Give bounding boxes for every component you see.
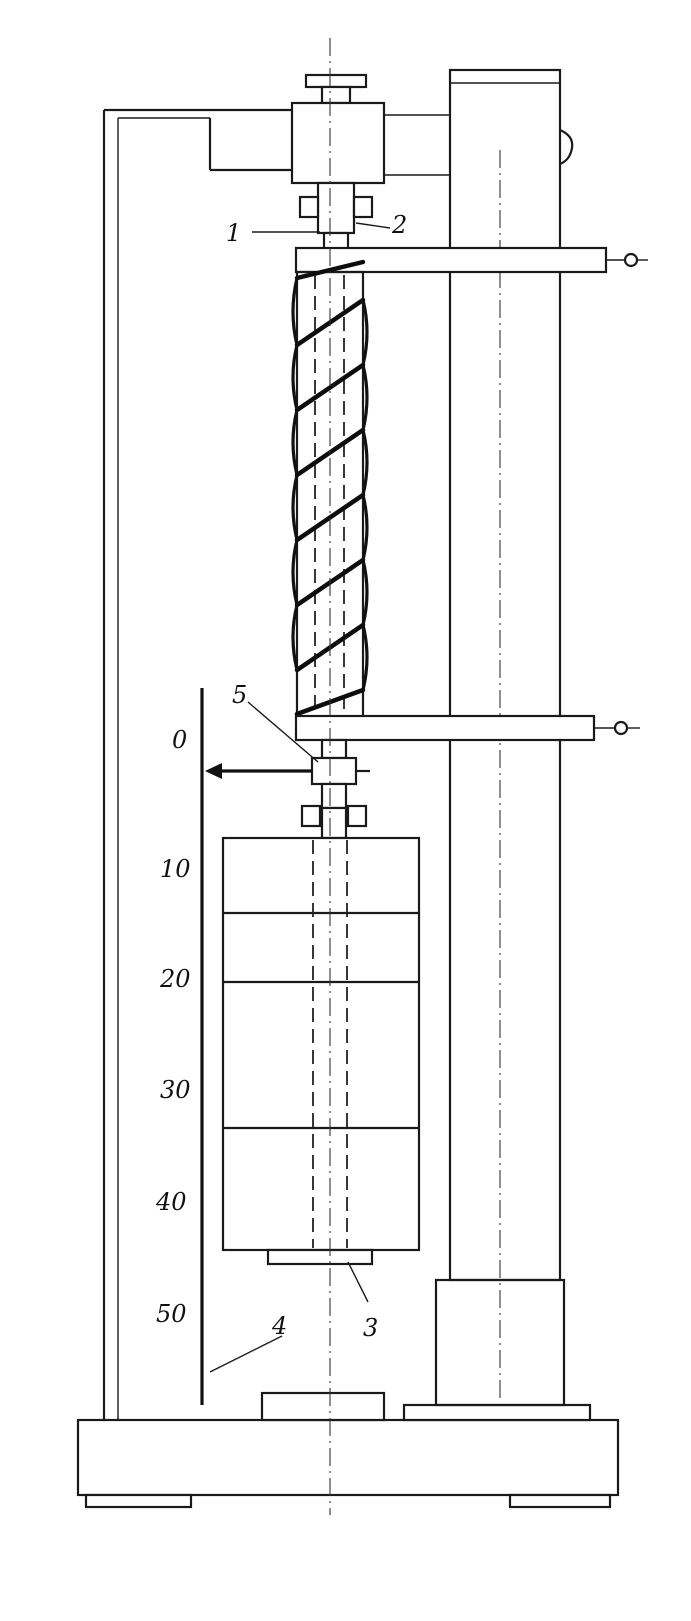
scale-label-50: 50 [156, 1300, 187, 1328]
left-frame [102, 108, 292, 1420]
right-column [382, 68, 574, 1407]
lower-support-arm [294, 714, 640, 742]
scale-label-40: 40 [155, 1188, 187, 1216]
pointer-and-lower-clamp [205, 738, 370, 840]
weight-stack [221, 836, 421, 1266]
callout-5: 5 [232, 681, 247, 709]
scale-label-10: 10 [160, 855, 191, 883]
scale-label-0: 0 [172, 726, 187, 754]
scale-label-20: 20 [159, 965, 191, 993]
top-head-clamp [290, 73, 386, 257]
helical-coil [291, 259, 369, 717]
callout-3: 3 [363, 1314, 378, 1342]
callout-1: 1 [226, 219, 241, 247]
callout-4: 4 [271, 1312, 287, 1340]
scale-label-30: 30 [160, 1076, 191, 1104]
callout-2: 2 [391, 211, 407, 239]
base-plate [76, 1391, 620, 1509]
upper-support-arm [294, 246, 648, 274]
callout-leaders [209, 222, 391, 1373]
